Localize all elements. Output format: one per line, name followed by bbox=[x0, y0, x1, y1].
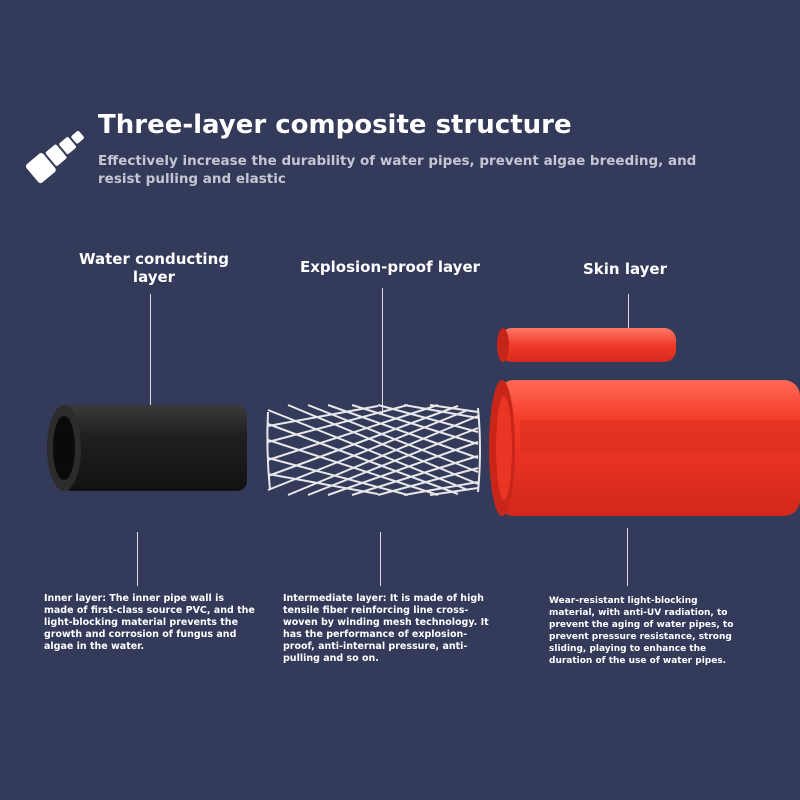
leader-line-water-lower bbox=[137, 532, 138, 586]
leader-line-explosion-lower bbox=[380, 532, 381, 586]
layer-description-skin: Wear-resistant light-blocking material, … bbox=[549, 596, 734, 666]
mesh-layer-pipe bbox=[266, 404, 481, 496]
leader-line-explosion-upper bbox=[382, 288, 383, 414]
leader-line-water-upper bbox=[150, 294, 151, 416]
page-title: Three-layer composite structure bbox=[98, 110, 572, 140]
leader-line-skin-upper bbox=[628, 294, 629, 346]
layer-description-intermediate: Intermediate layer: It is made of high t… bbox=[283, 593, 489, 664]
layer-title-water-conducting: Water conducting layer bbox=[78, 250, 229, 286]
inner-layer-pipe bbox=[47, 405, 247, 491]
page-subtitle: Effectively increase the durability of w… bbox=[98, 153, 697, 187]
skin-layer-pipe bbox=[489, 380, 800, 516]
layer-title-explosion-proof: Explosion-proof layer bbox=[299, 258, 481, 276]
leader-line-skin-lower bbox=[627, 528, 628, 586]
layer-title-skin: Skin layer bbox=[583, 260, 667, 278]
layer-description-inner: Inner layer: The inner pipe wall is made… bbox=[44, 593, 255, 652]
pipe-segment-icon bbox=[25, 130, 84, 184]
skin-layer-strip bbox=[497, 328, 676, 362]
